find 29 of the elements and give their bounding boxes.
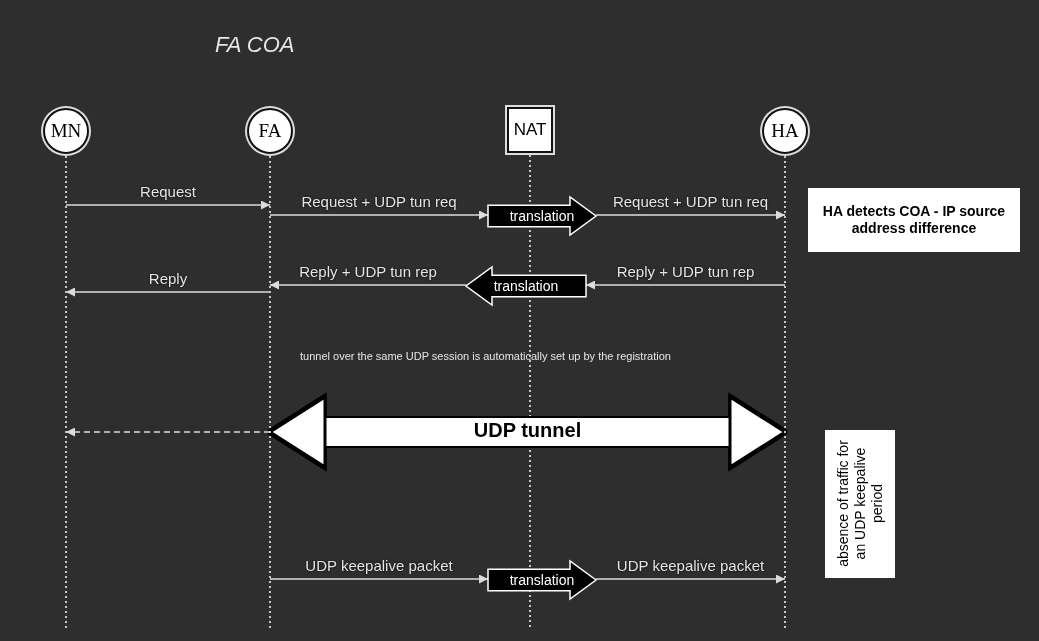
translation-arrow: translation <box>488 197 596 235</box>
node-circle: HA <box>762 108 808 154</box>
node-circle: FA <box>247 108 293 154</box>
arrow <box>65 427 271 437</box>
arrow <box>269 574 489 584</box>
arrow <box>595 574 786 584</box>
note-box: HA detects COA - IP source address difference <box>808 188 1020 252</box>
translation-arrow: translation <box>466 267 586 305</box>
edge-label: UDP tunnel <box>472 419 583 442</box>
edge-label: Request + UDP tun req <box>300 192 458 210</box>
node-circle: MN <box>43 108 89 154</box>
arrow <box>585 280 786 290</box>
edge-label: Reply + UDP tun rep <box>615 262 756 280</box>
note-box: absence of traffic for an UDP keepalive period <box>825 430 895 578</box>
double-arrow <box>268 395 787 469</box>
edge-label: UDP keepalive packet <box>304 556 454 574</box>
edge-label: UDP keepalive packet <box>615 556 766 574</box>
arrow <box>65 287 271 297</box>
diagram-title: FA COA <box>215 32 295 58</box>
arrow <box>595 210 786 220</box>
arrow <box>65 200 271 210</box>
edge-label: Reply <box>147 269 189 287</box>
node-box: NAT <box>507 107 553 153</box>
arrow <box>269 280 467 290</box>
edge-label: Reply + UDP tun rep <box>298 262 438 280</box>
edge-label: Request <box>139 182 197 200</box>
edge-label: Request + UDP tun req <box>611 192 770 210</box>
translation-arrow: translation <box>488 561 596 599</box>
arrow <box>269 210 489 220</box>
